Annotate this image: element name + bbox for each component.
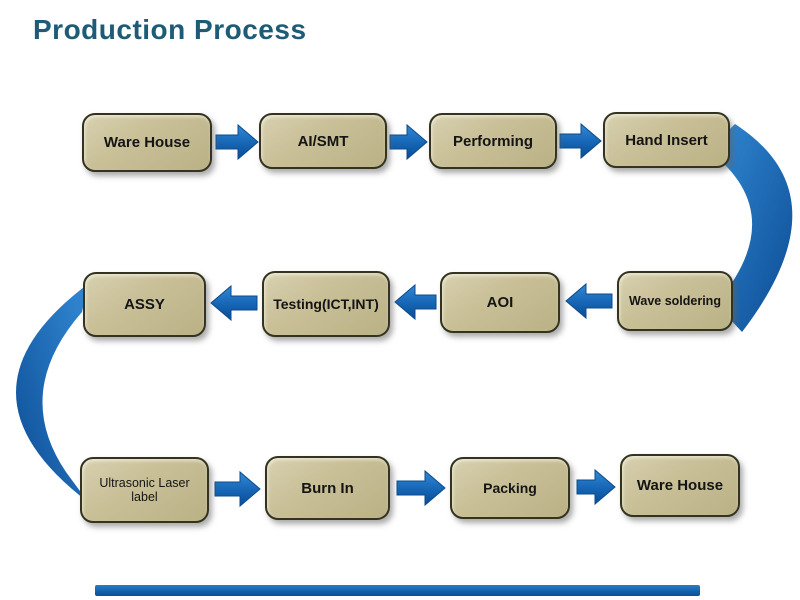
arrow-warehouse-aismt: [215, 123, 259, 161]
arrow-packing-warehouse: [576, 468, 616, 506]
arrow-aoi-testing: [394, 283, 437, 321]
flow-node-packing: Packing: [450, 457, 570, 519]
bottom-accent-bar: [95, 585, 700, 596]
arrow-wavesoldering-aoi: [565, 282, 613, 320]
flow-node-burn-in: Burn In: [265, 456, 390, 520]
flow-node-ultrasonic-laser-label: Ultrasonic Laser label: [80, 457, 209, 523]
arrow-aismt-performing: [389, 123, 428, 161]
page-title: Production Process: [33, 14, 307, 45]
flow-node-aoi: AOI: [440, 272, 560, 333]
flow-node-hand-insert: Hand Insert: [603, 112, 730, 168]
flow-node-testing: Testing(ICT,INT): [262, 271, 390, 337]
curved-arrow-left: [16, 284, 88, 502]
arrow-testing-assy: [210, 284, 258, 322]
flow-node-wave-soldering: Wave soldering: [617, 271, 733, 331]
flow-node-assy: ASSY: [83, 272, 206, 337]
flow-node-ware-house-1: Ware House: [82, 113, 212, 172]
curved-arrow-right: [708, 124, 793, 332]
arrow-burnin-packing: [396, 469, 446, 507]
arrow-ultrasonic-burnin: [214, 470, 261, 508]
arrow-performing-handinsert: [559, 122, 602, 160]
flow-node-ai-smt: AI/SMT: [259, 113, 387, 169]
flow-node-performing: Performing: [429, 113, 557, 169]
flow-node-ware-house-2: Ware House: [620, 454, 740, 517]
